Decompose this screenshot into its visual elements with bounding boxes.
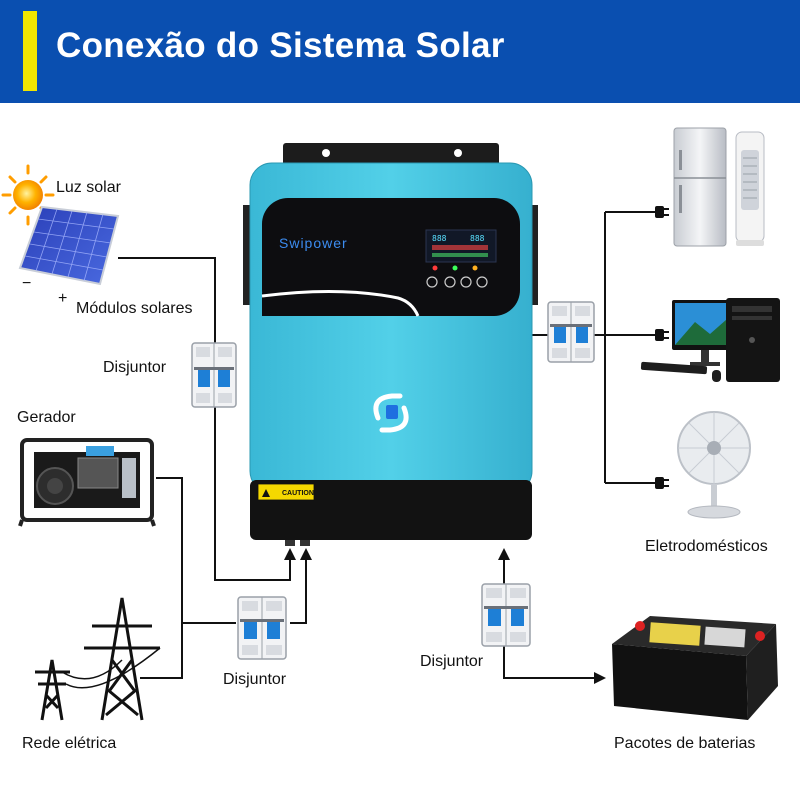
arrow-pv: [284, 548, 296, 560]
label-generator: Gerador: [17, 409, 76, 426]
arrow-battery-right: [594, 672, 606, 684]
label-battery-packs: Pacotes de baterias: [614, 735, 755, 752]
caution-label: CAUTION: [282, 490, 314, 497]
desktop-computer-icon: [640, 298, 780, 382]
plug-icon: [655, 329, 669, 341]
breaker-pv-icon: [191, 342, 237, 408]
wire-arrows: [284, 548, 606, 684]
label-breaker-battery: Disjuntor: [420, 653, 484, 670]
arrow-grid: [300, 548, 312, 560]
label-breaker-pv: Disjuntor: [103, 359, 167, 376]
led-ac: [452, 265, 458, 271]
button-up[interactable]: [444, 276, 456, 288]
button-enter[interactable]: [476, 276, 488, 288]
wire-breaker-to-inverter: [290, 558, 307, 624]
label-grid: Rede elétrica: [22, 735, 116, 752]
plug-icon: [655, 477, 669, 489]
plug-icons: [655, 206, 669, 489]
sun-icon: [1, 164, 55, 226]
wire-generator: [140, 477, 183, 679]
lcd-digits-right: 888: [470, 234, 485, 243]
refrigerator-icon: [673, 127, 727, 247]
label-appliances: Eletrodomésticos: [645, 538, 768, 555]
inverter-brand: Swipower: [279, 235, 348, 251]
header-banner: Conexão do Sistema Solar: [0, 0, 800, 103]
breaker-output-icon: [547, 301, 595, 363]
inverter-unit: Swipower 888 888 CAUTION: [243, 143, 538, 546]
power-grid-icon: [35, 597, 161, 721]
label-minus: −: [22, 275, 31, 292]
wire-battery-down: [503, 640, 596, 679]
label-plus: +: [58, 290, 67, 307]
button-esc[interactable]: [426, 276, 438, 288]
generator-icon: [18, 438, 156, 527]
inverter-logo-icon: [373, 393, 409, 433]
breaker-battery-icon: [481, 583, 531, 647]
battery-pack-icon: [612, 616, 778, 720]
led-charge: [472, 265, 478, 271]
tower-fan-icon: [735, 131, 765, 246]
label-solar-modules: Módulos solares: [76, 300, 193, 317]
plug-icon: [655, 206, 669, 218]
wire-pv: [118, 257, 291, 581]
label-breaker-grid: Disjuntor: [223, 671, 287, 688]
button-down[interactable]: [460, 276, 472, 288]
label-sunlight: Luz solar: [56, 179, 122, 196]
arrow-battery-up: [498, 548, 510, 560]
solar-panel-icon: [18, 205, 120, 286]
header-accent-bar: [23, 11, 37, 91]
page-title: Conexão do Sistema Solar: [56, 26, 505, 65]
lcd-digits-left: 888: [432, 234, 447, 243]
led-fault: [432, 265, 438, 271]
breaker-grid-icon: [237, 596, 287, 660]
electric-fan-icon: [677, 411, 751, 519]
